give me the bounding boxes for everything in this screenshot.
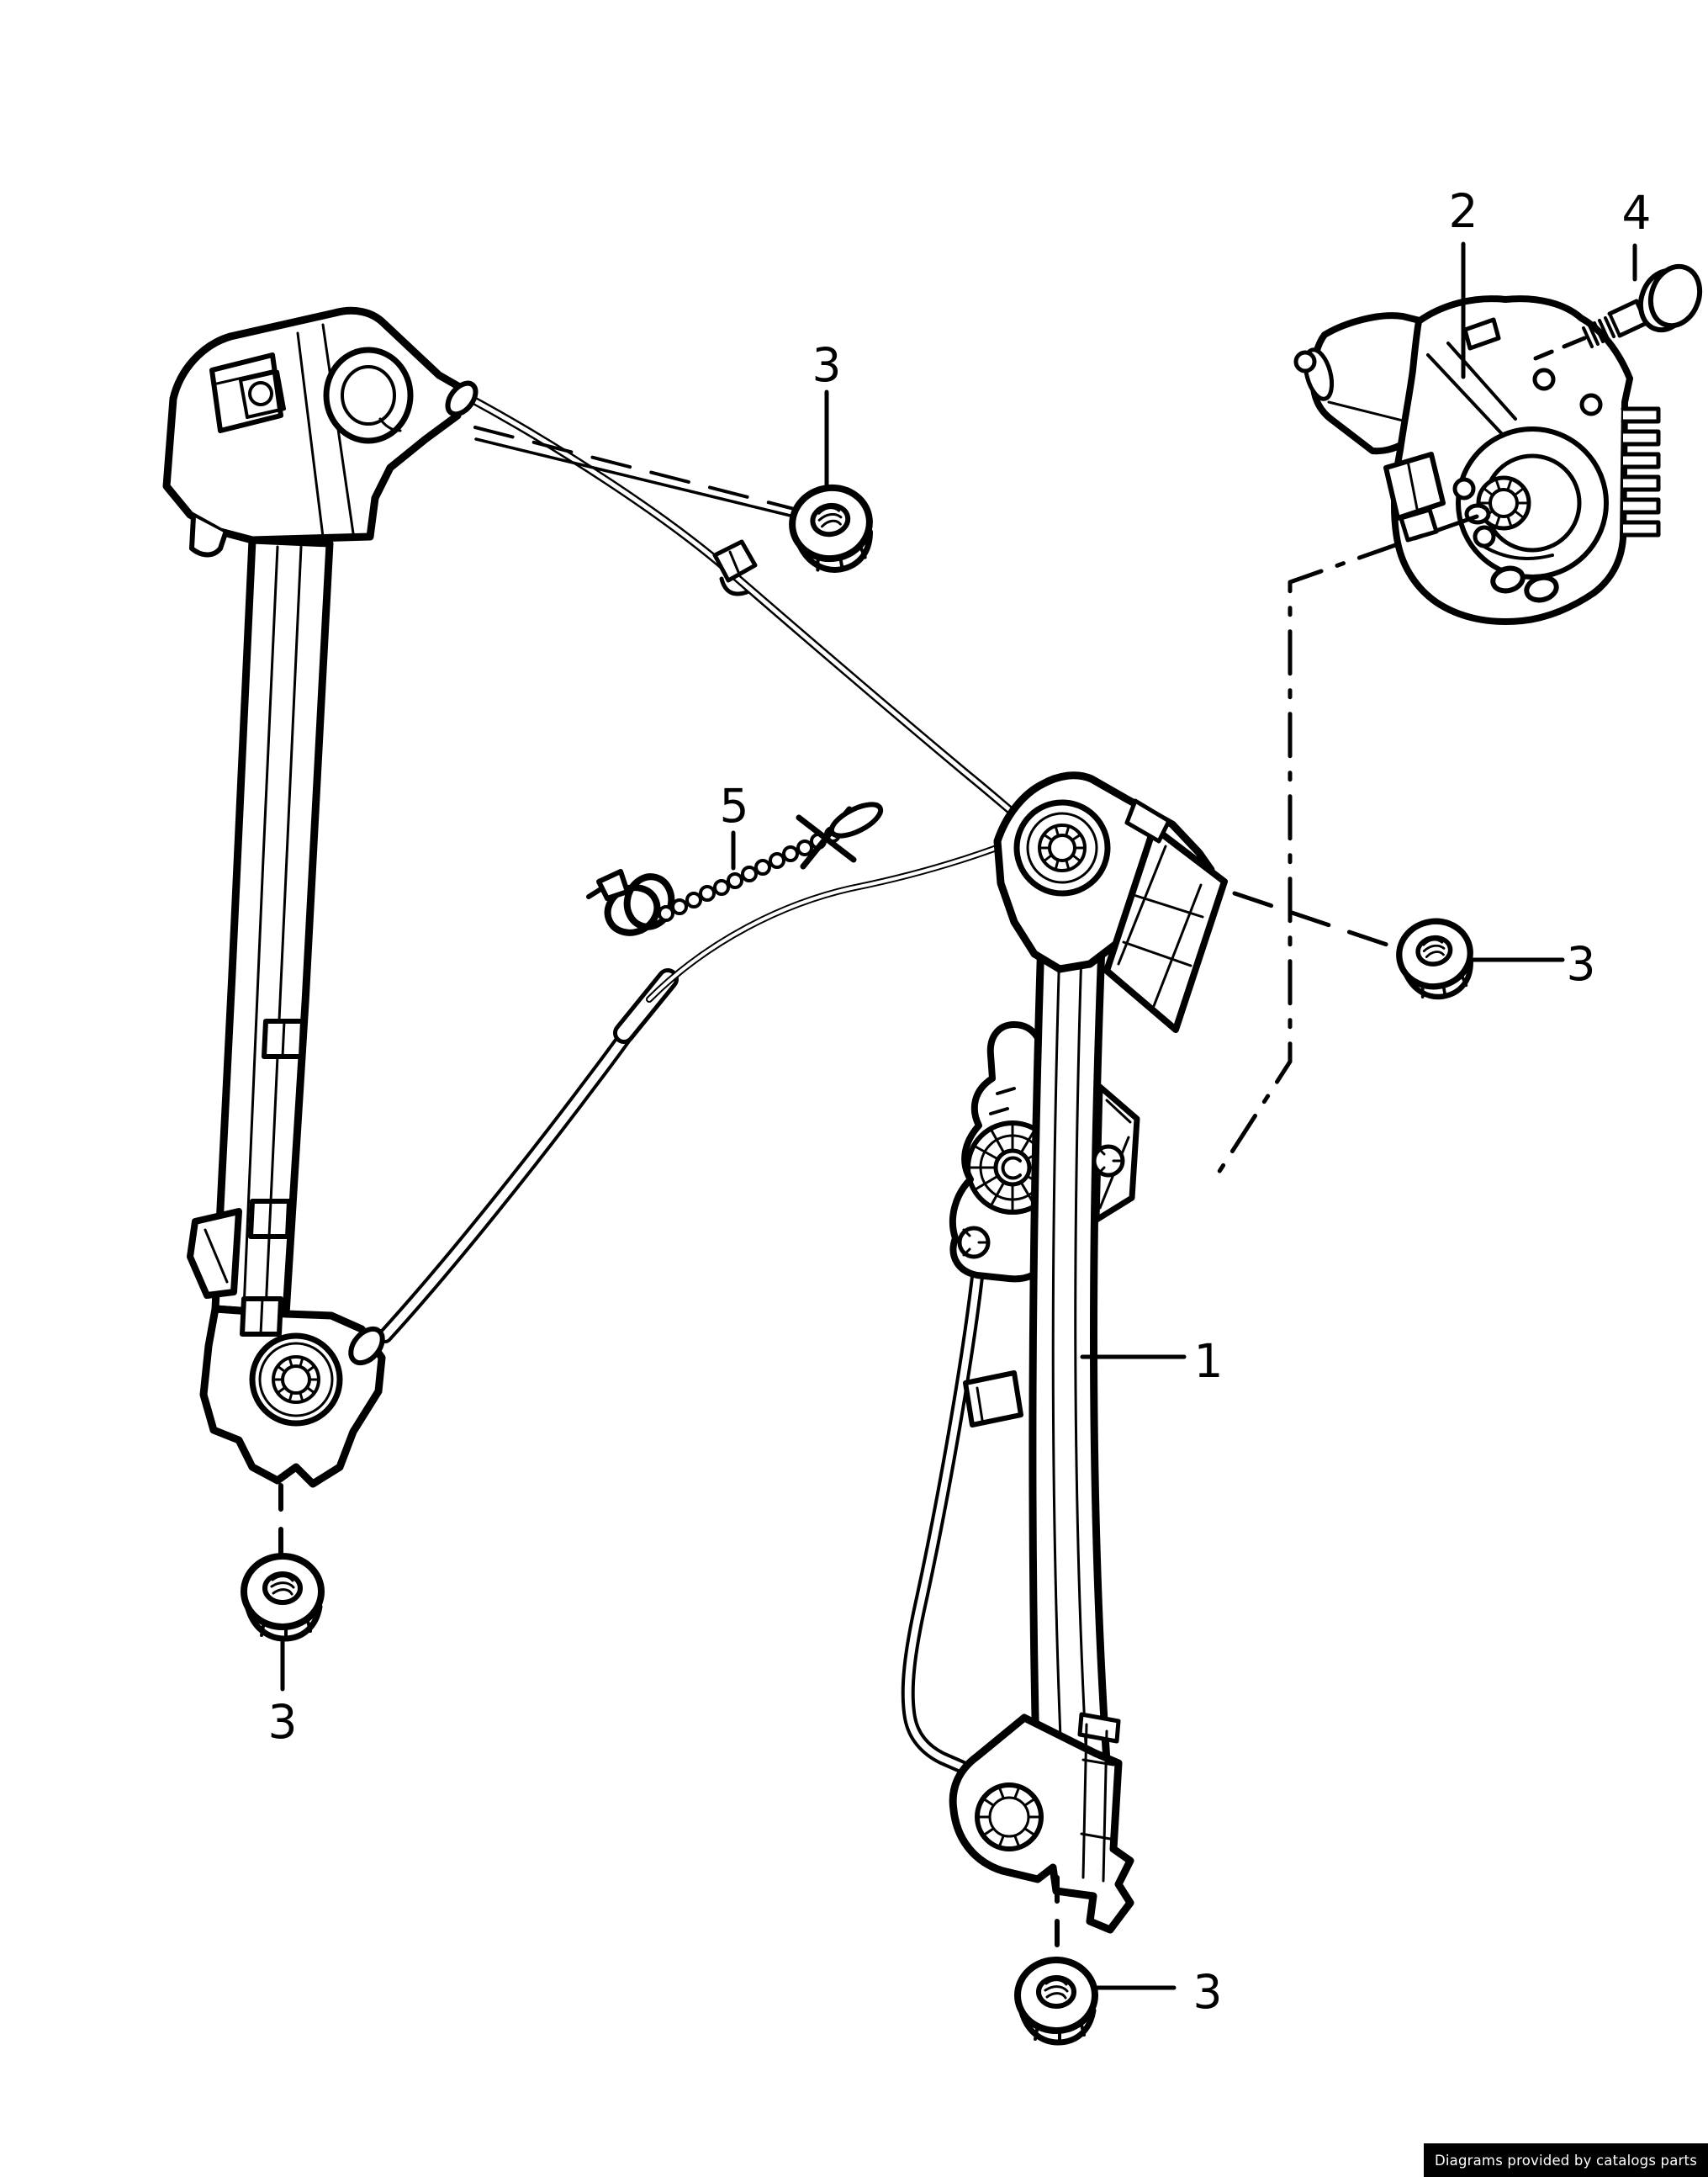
callout-3-top-label: 3 [812,338,842,392]
right-top-bracket [993,771,1228,1033]
nut-right [1394,916,1478,1003]
right-bottom-bracket [949,1712,1134,1934]
callout-1: 1 [1080,1334,1224,1388]
callout-4: 4 [1622,186,1652,282]
left-top-bracket [162,306,479,558]
window-motor [1293,295,1661,626]
callout-3-right: 3 [1467,937,1596,991]
heat-sink-fins [1621,406,1661,538]
mount-flag-plate [1103,824,1228,1033]
conduit-clamp [963,1370,1023,1427]
upper-lift-cable [463,393,1034,830]
grommet-bottom-left [244,1556,321,1639]
left-bottom-pivot [199,1296,386,1488]
callout-5: 5 [720,779,749,871]
rail-side-plate [1092,1083,1140,1223]
callout-4-label: 4 [1622,186,1652,240]
motor-connector [1383,452,1446,521]
callout-3-top: 3 [812,338,842,489]
callout-3-right-label: 3 [1567,937,1596,991]
right-rail [1029,884,1111,1766]
bowden-conduit [378,833,1031,1343]
watermark: Diagrams provided by catalogs parts [1423,2143,1708,2177]
left-rail [187,536,334,1318]
callout-1-label: 1 [1194,1334,1224,1388]
cable-end-boss [445,380,479,417]
top-pulley-left [323,347,414,444]
callout-3-bottom-left: 3 [268,1639,298,1749]
callout-2: 2 [1449,184,1478,379]
callout-2-label: 2 [1449,184,1478,238]
pivot-hub [249,1332,343,1427]
motor-mount-screw [1582,263,1703,348]
callout-5-label: 5 [720,779,749,833]
alignment-lines [278,336,1587,1956]
grommet-bottom-center [1018,1960,1095,2042]
top-pulley-right [1013,799,1111,897]
conduit-boss [348,1326,385,1366]
watermark-text: Diagrams provided by catalogs parts [1434,2152,1697,2169]
callout-3-bottom-center: 3 [1092,1965,1223,2019]
grommet-top [786,482,877,576]
lower-conduit [901,1270,1023,1777]
cable-tie [586,802,884,936]
callout-3-bottom-center-label: 3 [1193,1965,1223,2019]
callout-3-bottom-left-label: 3 [268,1695,298,1749]
